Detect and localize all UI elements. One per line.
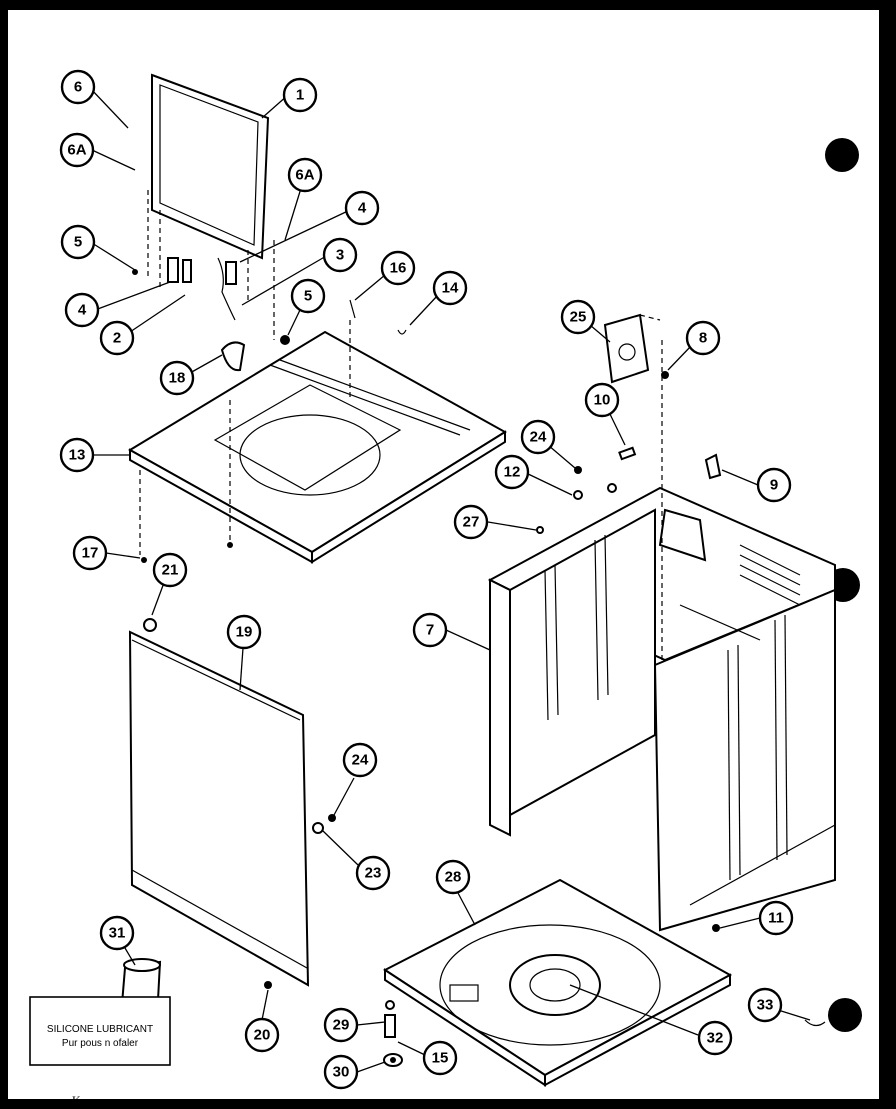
callout-11: 11 bbox=[758, 900, 794, 936]
callout-2: 2 bbox=[99, 320, 135, 356]
svg-text:24: 24 bbox=[530, 429, 547, 446]
svg-text:8: 8 bbox=[699, 330, 707, 347]
svg-text:21: 21 bbox=[162, 562, 179, 579]
svg-text:10: 10 bbox=[594, 392, 611, 409]
callout-24-top: 24 bbox=[520, 419, 556, 455]
svg-text:28: 28 bbox=[445, 869, 462, 886]
callout-6a-left: 6A bbox=[59, 132, 95, 168]
svg-text:6A: 6A bbox=[67, 142, 86, 159]
callout-6a-right: 6A bbox=[287, 157, 323, 193]
cabinet-part bbox=[487, 340, 836, 932]
callout-29: 29 bbox=[323, 1007, 359, 1043]
callout-3: 3 bbox=[322, 237, 358, 273]
svg-text:2: 2 bbox=[113, 330, 121, 347]
svg-text:32: 32 bbox=[707, 1030, 724, 1047]
svg-text:7: 7 bbox=[426, 622, 434, 639]
svg-text:13: 13 bbox=[69, 447, 86, 464]
top-panel-part bbox=[128, 320, 507, 564]
svg-text:17: 17 bbox=[82, 545, 99, 562]
svg-text:5: 5 bbox=[304, 288, 312, 305]
callout-4-right: 4 bbox=[344, 190, 380, 226]
svg-text:6: 6 bbox=[74, 79, 82, 96]
svg-text:5: 5 bbox=[74, 234, 82, 251]
svg-text:30: 30 bbox=[333, 1064, 350, 1081]
callout-10: 10 bbox=[584, 382, 620, 418]
callout-5-left: 5 bbox=[60, 224, 96, 260]
callout-9: 9 bbox=[756, 467, 792, 503]
svg-text:25: 25 bbox=[570, 309, 587, 326]
hardware-parts bbox=[141, 299, 722, 989]
leader-lines bbox=[89, 87, 811, 1073]
callout-5-middle: 5 bbox=[290, 278, 326, 314]
callout-25: 25 bbox=[560, 299, 596, 335]
callout-23: 23 bbox=[355, 855, 391, 891]
callout-18: 18 bbox=[159, 360, 195, 396]
hinge-parts bbox=[132, 257, 237, 321]
callout-15: 15 bbox=[422, 1040, 458, 1076]
callout-14: 14 bbox=[432, 270, 468, 306]
bracket-part bbox=[603, 313, 661, 384]
svg-text:9: 9 bbox=[770, 477, 778, 494]
svg-text:33: 33 bbox=[757, 997, 774, 1014]
svg-text:1: 1 bbox=[296, 87, 304, 104]
callout-19: 19 bbox=[226, 614, 262, 650]
callout-27: 27 bbox=[453, 504, 489, 540]
callout-8: 8 bbox=[685, 320, 721, 356]
svg-text:31: 31 bbox=[109, 925, 126, 942]
punch-hole-top bbox=[825, 138, 859, 172]
callout-21: 21 bbox=[152, 552, 188, 588]
lubricant-box: SILICONE LUBRICANT Pur pous n ofaler bbox=[29, 996, 171, 1066]
svg-text:23: 23 bbox=[365, 865, 382, 882]
svg-text:16: 16 bbox=[390, 260, 407, 277]
svg-text:11: 11 bbox=[768, 910, 784, 927]
callout-32: 32 bbox=[697, 1020, 733, 1056]
callout-7: 7 bbox=[412, 612, 448, 648]
callout-16: 16 bbox=[380, 250, 416, 286]
callout-12: 12 bbox=[494, 454, 530, 490]
callout-6: 6 bbox=[60, 69, 96, 105]
callout-30: 30 bbox=[323, 1054, 359, 1090]
front-panel-part bbox=[128, 618, 336, 987]
svg-text:18: 18 bbox=[169, 370, 186, 387]
svg-text:3: 3 bbox=[336, 247, 344, 264]
callout-17: 17 bbox=[72, 535, 108, 571]
callout-24-bottom: 24 bbox=[342, 742, 378, 778]
callout-1: 1 bbox=[282, 77, 318, 113]
punch-hole-bottom bbox=[828, 998, 862, 1032]
callout-31: 31 bbox=[99, 915, 135, 951]
svg-text:4: 4 bbox=[78, 302, 87, 319]
svg-text:15: 15 bbox=[432, 1050, 449, 1067]
base-part bbox=[383, 878, 733, 1087]
svg-text:20: 20 bbox=[254, 1027, 271, 1044]
svg-text:4: 4 bbox=[358, 200, 367, 217]
svg-text:12: 12 bbox=[504, 464, 521, 481]
svg-text:6A: 6A bbox=[295, 167, 314, 184]
callout-33: 33 bbox=[747, 987, 783, 1023]
svg-text:27: 27 bbox=[463, 514, 480, 531]
svg-text:14: 14 bbox=[442, 280, 459, 297]
lubricant-label-line1: SILICONE LUBRICANT bbox=[47, 1024, 153, 1035]
svg-text:24: 24 bbox=[352, 752, 369, 769]
callout-20: 20 bbox=[244, 1017, 280, 1053]
part-33-clip bbox=[804, 1019, 826, 1027]
svg-text:29: 29 bbox=[333, 1017, 350, 1034]
svg-text:19: 19 bbox=[236, 624, 253, 641]
callout-4-left: 4 bbox=[64, 292, 100, 328]
callout-13: 13 bbox=[59, 437, 95, 473]
lid-part bbox=[147, 73, 275, 340]
lubricant-label-line2: Pur pous n ofaler bbox=[62, 1038, 139, 1049]
corner-mark: K bbox=[72, 1093, 81, 1107]
lubricant-can bbox=[120, 958, 162, 1006]
callout-28: 28 bbox=[435, 859, 471, 895]
